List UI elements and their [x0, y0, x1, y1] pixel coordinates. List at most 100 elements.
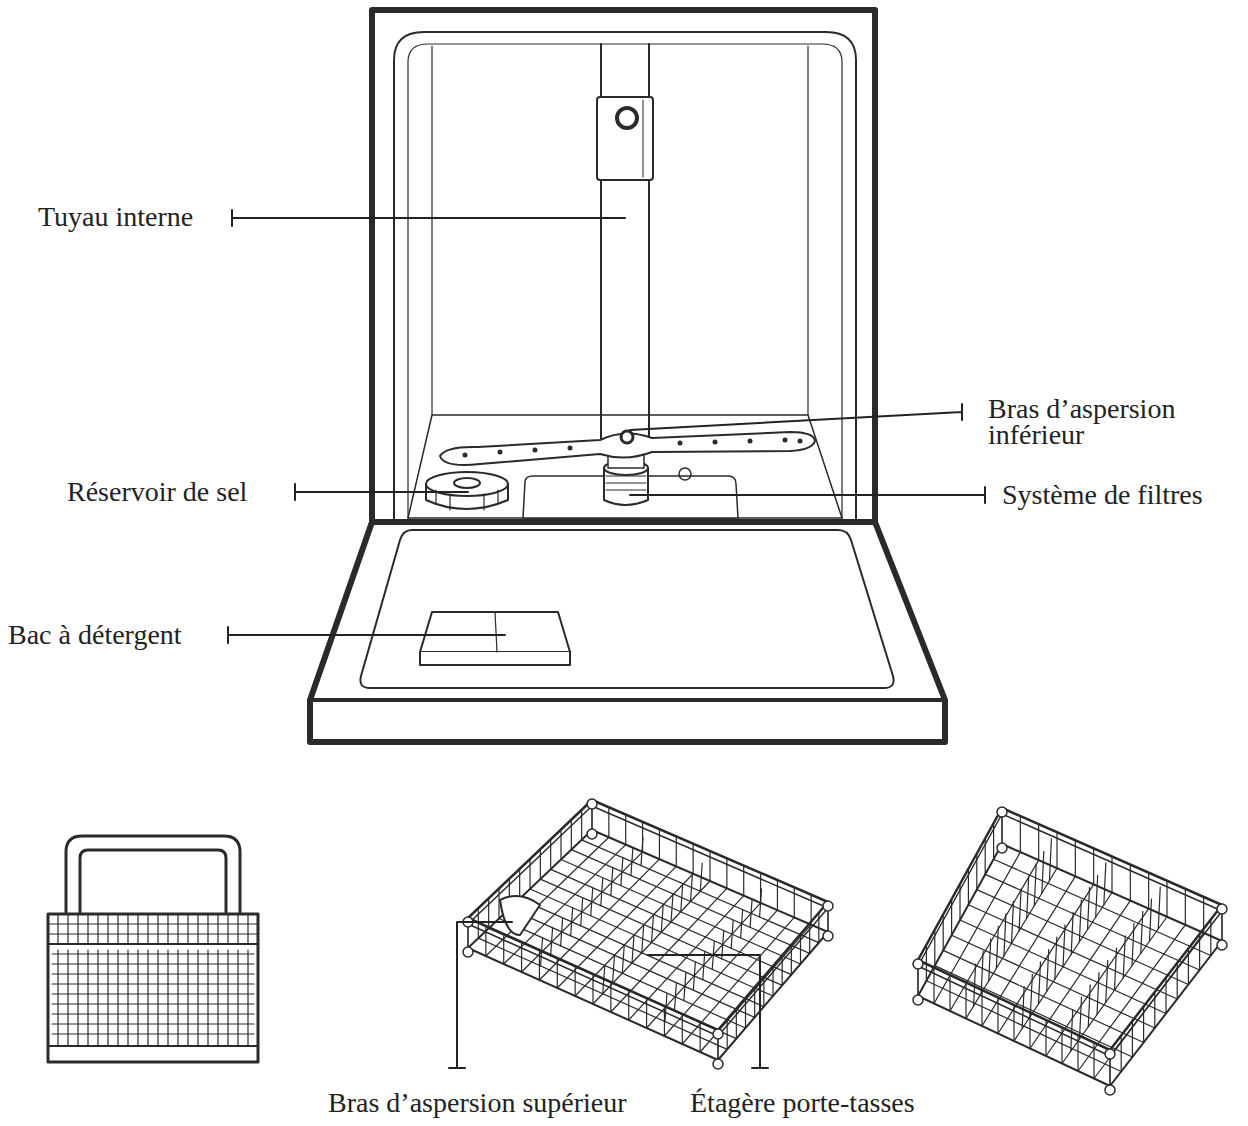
- rack-tine: [1115, 948, 1117, 990]
- rack-side-wire: [498, 889, 499, 919]
- rack-tine: [1019, 889, 1021, 931]
- basket-wire: [157, 914, 158, 944]
- rack-floor-wire: [540, 879, 782, 985]
- pipe-connector-edge: [643, 100, 644, 177]
- basket-base-band: [48, 1045, 258, 1047]
- rack-tine: [1071, 912, 1073, 954]
- rack-side-wire: [951, 899, 952, 935]
- leader-line: [648, 955, 768, 1068]
- rack-side-wire: [1093, 848, 1094, 884]
- rack-floor-wire: [935, 966, 1133, 1057]
- basket-wire: [167, 914, 168, 944]
- basket-wire: [217, 914, 218, 944]
- rack-tine: [1012, 901, 1014, 943]
- rack-tine: [1104, 863, 1106, 905]
- rack-side-wire: [1020, 816, 1021, 852]
- basket-handle: [66, 836, 240, 912]
- back-wall-line: [431, 46, 432, 415]
- basket-wire: [52, 1023, 254, 1024]
- rack-tine: [1132, 924, 1134, 966]
- tub-floor: [408, 415, 842, 518]
- rack-tine: [989, 939, 991, 981]
- detergent-divider: [495, 612, 497, 652]
- rack-tine: [1088, 888, 1090, 930]
- basket-wire: [77, 914, 78, 944]
- rack-tine: [674, 983, 676, 1011]
- rack-tine: [671, 894, 673, 922]
- rack-tine: [1088, 985, 1090, 1027]
- rack-wheel: [1105, 1085, 1115, 1095]
- rack-tine: [1150, 899, 1152, 941]
- rack-side-wire: [529, 859, 530, 889]
- rack-floor-wire: [943, 950, 1143, 1042]
- rack-top-rim: [918, 814, 1222, 1056]
- rack-tine: [1055, 937, 1057, 979]
- rack-wheel: [587, 829, 597, 839]
- rack-side-wire: [726, 858, 727, 888]
- rack-side-wire: [659, 829, 660, 859]
- rack-tine: [760, 889, 762, 917]
- rack-tine: [1063, 925, 1065, 967]
- rack-tine: [561, 918, 563, 946]
- part-label: Système de filtres: [1002, 482, 1248, 508]
- rack-side-wire: [943, 914, 944, 950]
- basket-wire: [52, 963, 254, 964]
- rack-tine: [1027, 876, 1029, 918]
- basket-wire: [52, 983, 254, 984]
- basket-grid: [48, 914, 258, 1046]
- rack-side-wire: [1210, 920, 1211, 956]
- rack-tine: [741, 910, 743, 938]
- rack-side-wire: [519, 869, 520, 899]
- rack-side-wire: [959, 884, 960, 920]
- racks: [463, 799, 1227, 1095]
- basket-wire: [207, 914, 208, 944]
- rack-tine: [1022, 987, 1024, 1029]
- basket-wire: [117, 914, 118, 944]
- rack-tine: [641, 838, 643, 866]
- rack-side-wire: [811, 895, 812, 925]
- rack-wheel: [1217, 904, 1227, 914]
- door-front-edge: [310, 698, 945, 702]
- rack-top-rim: [468, 806, 828, 1036]
- spray-hole: [748, 439, 753, 444]
- rack-tine: [996, 926, 998, 968]
- basket-wire: [107, 914, 108, 944]
- rack-side-wire: [981, 990, 982, 1026]
- leader-line: [295, 484, 468, 500]
- rack-tine: [622, 945, 624, 973]
- rack-tine: [621, 858, 623, 886]
- rack-floor-wire: [509, 909, 754, 1018]
- rack-side-wire: [1130, 865, 1131, 901]
- leader-line: [232, 210, 625, 226]
- rack-side-wire: [976, 854, 977, 890]
- rack-side-wire: [965, 983, 966, 1019]
- rack-wheel: [997, 843, 1007, 853]
- rack-tine: [1047, 950, 1049, 992]
- rack-tine: [1034, 864, 1036, 906]
- rack-side-wire: [625, 815, 626, 845]
- door: [310, 522, 945, 742]
- rack-tine: [691, 874, 693, 902]
- basket-wire: [67, 914, 68, 944]
- spray-arm-center: [621, 431, 633, 443]
- rack-tine: [1042, 851, 1044, 893]
- rack-tine: [601, 878, 603, 906]
- tub-inner-edge: [408, 44, 842, 520]
- basket-wire: [52, 953, 254, 954]
- basket-wire: [52, 993, 254, 994]
- detergent-box-front: [420, 652, 570, 665]
- rack-tine: [1079, 900, 1081, 942]
- rack-side-wire: [571, 820, 572, 850]
- rack-tine: [750, 899, 752, 927]
- rack-side-wire: [1148, 873, 1149, 909]
- rack-floor-wire: [551, 869, 792, 974]
- rack-wheel: [823, 901, 833, 911]
- rack-tine: [661, 904, 663, 932]
- rack-floor-wire: [1062, 917, 1167, 1064]
- rack-tine: [571, 908, 573, 936]
- rack-floor-wire: [520, 899, 764, 1007]
- rack-side-wire: [478, 908, 479, 938]
- cutlery-basket: [48, 914, 258, 1062]
- rack-tine: [681, 884, 683, 912]
- rack-side-wire: [1075, 840, 1076, 876]
